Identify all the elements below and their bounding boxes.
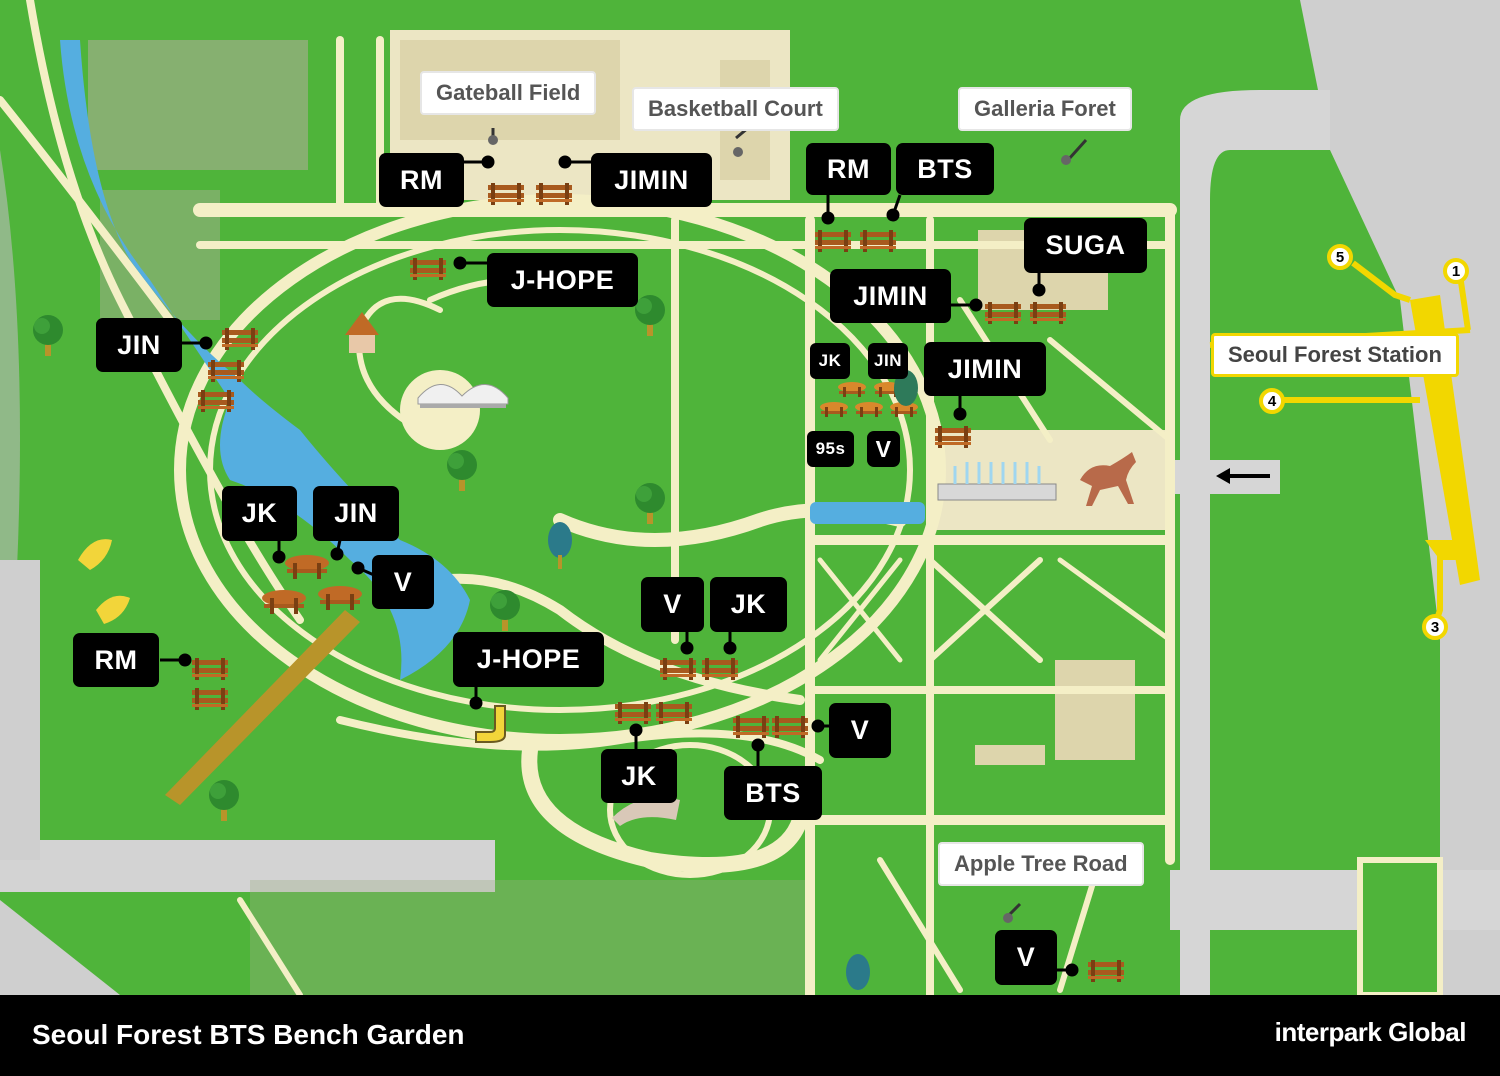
bench-label-95s: 95s — [807, 431, 854, 467]
stage-tent-icon — [417, 384, 509, 408]
bench-label-rm: RM — [379, 153, 464, 207]
bench-label-j-hope: J-HOPE — [453, 632, 604, 687]
seoul-forest-station-label: Seoul Forest Station — [1211, 333, 1459, 377]
bench-label-bts: BTS — [724, 766, 822, 820]
station-exit-1-icon: 1 — [1443, 258, 1469, 284]
bench-label-rm: RM — [73, 633, 159, 687]
map-title: Seoul Forest BTS Bench Garden — [32, 1019, 465, 1050]
gateball-field-label: Gateball Field — [420, 71, 597, 115]
bench-label-jin: JIN — [868, 343, 908, 379]
apple-tree-road-label: Apple Tree Road — [938, 842, 1144, 886]
brand-logo: interpark Global — [1274, 1017, 1467, 1047]
galleria-foret-label: Galleria Foret — [958, 87, 1132, 131]
bench-label-v: V — [829, 703, 891, 758]
arrow-left-icon — [1216, 468, 1270, 484]
bench-label-jk: JK — [810, 343, 850, 379]
pavilion-icon — [345, 312, 379, 353]
ginkgo-leaf-icon — [78, 539, 130, 624]
basketball-court-label: Basketball Court — [632, 87, 839, 131]
footer-bar: Seoul Forest BTS Bench Garden interpark … — [0, 995, 1500, 1076]
bench-label-j-hope: J-HOPE — [487, 253, 638, 307]
horse-statue-icon — [1080, 452, 1136, 506]
bench-label-jk: JK — [222, 486, 297, 541]
bench-label-jimin: JIMIN — [591, 153, 712, 207]
station-exit-5-icon: 5 — [1327, 244, 1353, 270]
bench-label-v: V — [995, 930, 1057, 985]
bench-label-v: V — [641, 577, 704, 632]
station-exit-4-icon: 4 — [1259, 388, 1285, 414]
bench-label-suga: SUGA — [1024, 218, 1147, 273]
bench-label-jk: JK — [710, 577, 787, 632]
bench-label-jimin: JIMIN — [924, 342, 1046, 396]
bench-label-jimin: JIMIN — [830, 269, 951, 323]
bench-label-rm: RM — [806, 143, 891, 195]
fountain-icon — [937, 462, 1057, 501]
bench-label-jin: JIN — [96, 318, 182, 372]
j-sculpture-icon — [475, 705, 506, 743]
bench-label-v: V — [867, 431, 900, 467]
station-exit-3-icon: 3 — [1422, 614, 1448, 640]
park-map: Gateball Field Basketball Court Galleria… — [0, 0, 1500, 995]
bench-label-jin: JIN — [313, 486, 399, 541]
bench-label-bts: BTS — [896, 143, 994, 195]
bench-label-jk: JK — [601, 749, 677, 803]
bench-label-v: V — [372, 555, 434, 609]
